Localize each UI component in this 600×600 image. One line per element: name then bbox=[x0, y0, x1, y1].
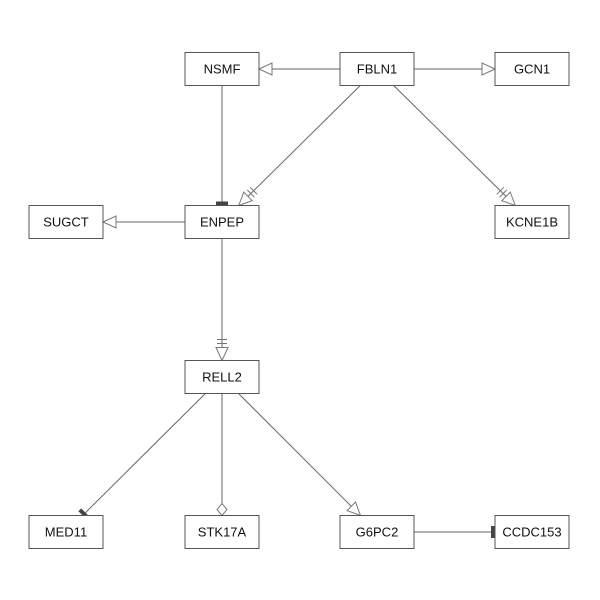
arrow-tick-mark bbox=[499, 189, 508, 198]
arrow-tick-mark bbox=[246, 189, 255, 198]
node-label: CCDC153 bbox=[502, 524, 561, 539]
node-box[interactable] bbox=[184, 52, 260, 86]
arrowhead-open bbox=[481, 62, 497, 76]
edge-fbln1-nsmf bbox=[257, 62, 340, 76]
node-label: NSMF bbox=[204, 61, 241, 76]
edge-rell2-med11 bbox=[78, 393, 206, 520]
node-box[interactable] bbox=[28, 515, 104, 549]
edge-line bbox=[393, 85, 507, 197]
node-label: ENPEP bbox=[200, 214, 244, 229]
node-gcn1[interactable]: GCN1 bbox=[494, 52, 570, 86]
node-box[interactable] bbox=[28, 205, 104, 239]
edge-line bbox=[247, 85, 361, 197]
node-box[interactable] bbox=[494, 52, 570, 86]
node-g6pc2[interactable]: G6PC2 bbox=[339, 515, 415, 549]
arrowhead-open bbox=[257, 62, 273, 76]
arrow-tick-mark bbox=[249, 186, 258, 195]
edge-fbln1-enpep bbox=[237, 85, 361, 207]
node-fbln1[interactable]: FBLN1 bbox=[339, 52, 415, 86]
node-box[interactable] bbox=[494, 515, 570, 549]
node-rell2[interactable]: RELL2 bbox=[184, 360, 260, 394]
edge-nsmf-enpep bbox=[216, 85, 228, 206]
node-nsmf[interactable]: NSMF bbox=[184, 52, 260, 86]
arrowhead-open bbox=[215, 347, 229, 362]
node-sugct[interactable]: SUGCT bbox=[28, 205, 104, 239]
node-label: SUGCT bbox=[43, 214, 89, 229]
node-stk17a[interactable]: STK17A bbox=[184, 515, 260, 549]
edge-enpep-rell2 bbox=[215, 238, 229, 362]
arrowhead-diamond bbox=[216, 502, 228, 517]
arrowhead-open bbox=[101, 215, 117, 229]
node-box[interactable] bbox=[494, 205, 570, 239]
node-enpep[interactable]: ENPEP bbox=[184, 205, 260, 239]
arrowhead-open bbox=[500, 191, 517, 207]
edge-enpep-sugct bbox=[101, 215, 185, 229]
node-box[interactable] bbox=[339, 52, 415, 86]
arrowhead-open bbox=[237, 191, 254, 207]
edge-rell2-stk17a bbox=[216, 393, 228, 517]
edge-fbln1-kcne1b bbox=[393, 85, 517, 207]
node-box[interactable] bbox=[184, 205, 260, 239]
node-label: RELL2 bbox=[202, 369, 242, 384]
node-box[interactable] bbox=[184, 515, 260, 549]
node-label: KCNE1B bbox=[506, 214, 558, 229]
arrow-tick-mark bbox=[496, 186, 505, 195]
edge-g6pc2-ccdc153 bbox=[414, 526, 495, 538]
edge-line bbox=[83, 393, 206, 515]
node-label: G6PC2 bbox=[356, 524, 399, 539]
edge-line bbox=[238, 393, 352, 507]
node-box[interactable] bbox=[339, 515, 415, 549]
node-label: FBLN1 bbox=[357, 61, 397, 76]
edge-fbln1-gcn1 bbox=[414, 62, 497, 76]
node-label: GCN1 bbox=[514, 61, 550, 76]
node-ccdc153[interactable]: CCDC153 bbox=[494, 515, 570, 549]
node-label: MED11 bbox=[45, 524, 87, 539]
node-kcne1b[interactable]: KCNE1B bbox=[494, 205, 570, 239]
node-med11[interactable]: MED11 bbox=[28, 515, 104, 549]
arrowhead-open bbox=[346, 501, 362, 517]
edge-rell2-g6pc2 bbox=[238, 393, 362, 517]
edges-layer bbox=[78, 62, 517, 538]
node-label: STK17A bbox=[198, 524, 247, 539]
node-box[interactable] bbox=[184, 360, 260, 394]
